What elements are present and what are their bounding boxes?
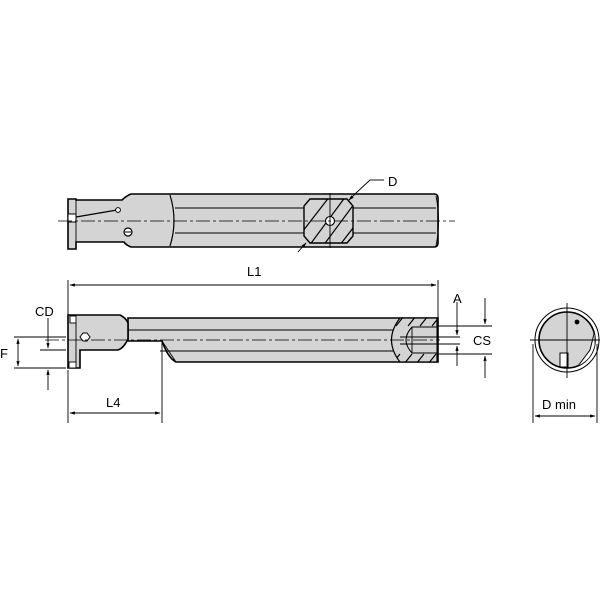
dim-l1: L1 — [67, 264, 439, 318]
side-view-head — [67, 314, 129, 369]
end-view: D min — [530, 303, 600, 423]
dim-label-d-min: D min — [542, 397, 576, 412]
dim-label-a: A — [453, 291, 462, 306]
top-view-body — [67, 193, 439, 250]
dim-label-cs: CS — [473, 333, 491, 348]
top-view: D — [58, 174, 455, 253]
hex-screw-icon — [79, 332, 91, 342]
dim-label-l1: L1 — [247, 264, 261, 279]
dim-label-d: D — [388, 174, 397, 189]
dim-label-l4: L4 — [106, 395, 120, 410]
dim-a-cs: A CS — [438, 291, 492, 378]
dim-cd-f: CD F — [0, 304, 66, 390]
side-view — [45, 314, 460, 369]
dim-label-f: F — [0, 346, 8, 361]
dim-label-cd: CD — [35, 304, 54, 319]
dim-l4: L4 — [67, 341, 163, 423]
